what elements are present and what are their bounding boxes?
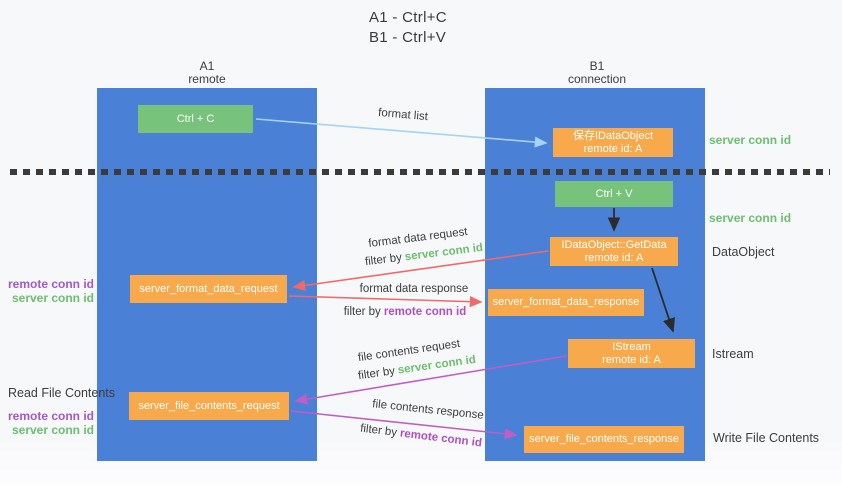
diagram-title: A1 - Ctrl+C B1 - Ctrl+V	[369, 8, 447, 48]
idataobject-getdata-line1: IDataObject::GetData	[561, 238, 667, 251]
phase-separator-dotted-line	[10, 169, 830, 175]
save-idataobject-node: 保存IDataObject remote id: A	[553, 128, 673, 157]
column-b1-subtitle: connection	[567, 72, 627, 86]
ctrl-c-label: Ctrl + C	[176, 112, 215, 125]
ctrl-c-node: Ctrl + C	[138, 105, 253, 133]
server-conn-id-text: server conn id	[397, 353, 477, 377]
server-file-contents-request-label: server_file_contents_request	[138, 399, 280, 412]
istream-node: IStream remote id: A	[568, 339, 695, 368]
server-conn-id-text: server conn id	[404, 241, 484, 264]
remote-conn-id-text: remote conn id	[383, 306, 467, 318]
ctrl-v-label: Ctrl + V	[595, 187, 633, 200]
side-label-conn-ids-file: remote conn id server conn id	[0, 409, 94, 437]
edge-label-format-data-response: format data response	[359, 283, 469, 295]
filter-by-text: filter by	[343, 306, 381, 318]
server-file-contents-request-node: server_file_contents_request	[129, 392, 289, 420]
side-label-server-conn-id-mid: server conn id	[709, 211, 792, 225]
side-label-dataobject: DataObject	[712, 245, 775, 259]
arrow-format-data-response	[288, 295, 483, 308]
side-label-istream: Istream	[712, 347, 754, 361]
title-line-1: A1 - Ctrl+C	[369, 9, 447, 26]
idataobject-getdata-node: IDataObject::GetData remote id: A	[550, 237, 678, 266]
filter-by-text: filter by	[359, 422, 398, 440]
server-format-data-response-label: server_format_data_response	[492, 296, 640, 308]
side-label-server-conn-id-top: server conn id	[709, 133, 792, 147]
save-idataobject-line2: remote id: A	[583, 142, 643, 155]
side-label-server-conn-id-1: server conn id	[11, 291, 94, 305]
edge-label-format-list: format list	[377, 106, 429, 124]
column-header-a1: A1 remote	[147, 60, 267, 86]
server-format-data-response-node: server_format_data_response	[488, 289, 644, 316]
side-label-write-file-contents: Write File Contents	[713, 431, 820, 445]
server-file-contents-response-node: server_file_contents_response	[524, 426, 684, 453]
column-b1-name: B1	[589, 59, 605, 73]
remote-conn-id-text: remote conn id	[399, 427, 483, 450]
filter-by-text: filter by	[364, 251, 403, 269]
istream-line1: IStream	[612, 340, 651, 353]
server-format-data-request-node: server_format_data_request	[130, 275, 287, 303]
side-label-read-file-contents: Read File Contents	[8, 386, 116, 400]
column-a1-name: A1	[199, 59, 215, 73]
title-line-2: B1 - Ctrl+V	[369, 29, 447, 46]
side-label-remote-conn-id-1: remote conn id	[7, 277, 94, 291]
side-label-remote-conn-id-2: remote conn id	[7, 409, 94, 423]
ctrl-v-node: Ctrl + V	[555, 181, 673, 207]
filter-by-text: filter by	[357, 365, 396, 383]
server-format-data-request-label: server_format_data_request	[139, 282, 278, 295]
side-label-conn-ids-format: remote conn id server conn id	[0, 277, 94, 305]
side-label-server-conn-id-2: server conn id	[11, 423, 94, 437]
column-a1-subtitle: remote	[188, 72, 226, 86]
save-idataobject-line1: 保存IDataObject	[572, 129, 654, 142]
column-header-b1: B1 connection	[537, 60, 657, 86]
istream-line2: remote id: A	[602, 353, 661, 366]
server-file-contents-response-label: server_file_contents_response	[529, 433, 679, 445]
idataobject-getdata-line2: remote id: A	[584, 251, 644, 264]
